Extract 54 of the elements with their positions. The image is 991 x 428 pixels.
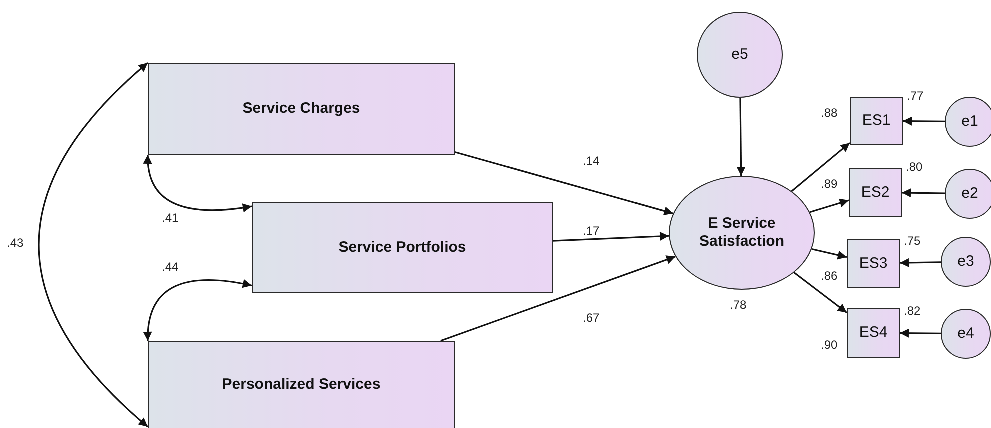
arrow [900,258,942,268]
variance-value: .80 [905,160,924,174]
error-circle [941,237,991,287]
node-label: E Service Satisfaction [698,215,786,251]
node-label: Service Charges [242,100,362,118]
arrow [791,142,851,192]
arrow [552,232,670,242]
indicator-box [850,97,903,145]
path-coefficient: .17 [582,224,601,238]
path-coefficient: .89 [820,177,839,191]
node-label: e5 [730,46,750,64]
variance-value: .78 [729,298,748,312]
error-circle [945,97,991,147]
path-coefficient: .67 [582,311,601,325]
node-label: e1 [960,113,980,131]
node-label: ES3 [858,254,889,272]
variable-box [148,63,455,155]
node-label: e3 [956,253,976,271]
node-label: ES1 [861,112,892,130]
indicator-box [849,168,902,217]
path-coefficient: .88 [820,106,839,120]
variable-box [148,341,455,428]
arrow [812,248,848,260]
arrow [900,328,941,338]
indicator-box [847,308,900,358]
path-coefficient: .44 [161,260,180,274]
node-label: Service Portfolios [338,238,468,256]
node-label: e2 [960,185,980,203]
double-headed-arrow [144,154,252,212]
arrow [903,116,946,126]
arrow [794,272,848,314]
double-headed-arrow [144,279,252,342]
path-coefficient: .43 [6,236,25,250]
arrow [736,98,746,176]
variance-value: .82 [903,304,922,318]
arrow [440,256,676,342]
path-coefficient: .86 [820,269,839,283]
node-label: ES2 [860,184,891,202]
variance-value: .75 [903,234,922,248]
path-coefficient: .41 [161,211,180,225]
node-label: e4 [956,325,976,343]
path-coefficient: .14 [582,154,601,168]
node-label: Personalized Services [221,376,382,394]
node-label: ES4 [858,324,889,342]
error-circle [945,169,991,219]
arrow [454,151,674,216]
double-headed-arrow [38,62,149,428]
arrow [902,188,946,198]
indicator-box [847,239,900,288]
variance-value: .77 [906,89,925,103]
path-coefficient: .90 [820,338,839,352]
variable-box [252,202,553,293]
error-circle [941,309,991,359]
arrow [810,198,850,214]
